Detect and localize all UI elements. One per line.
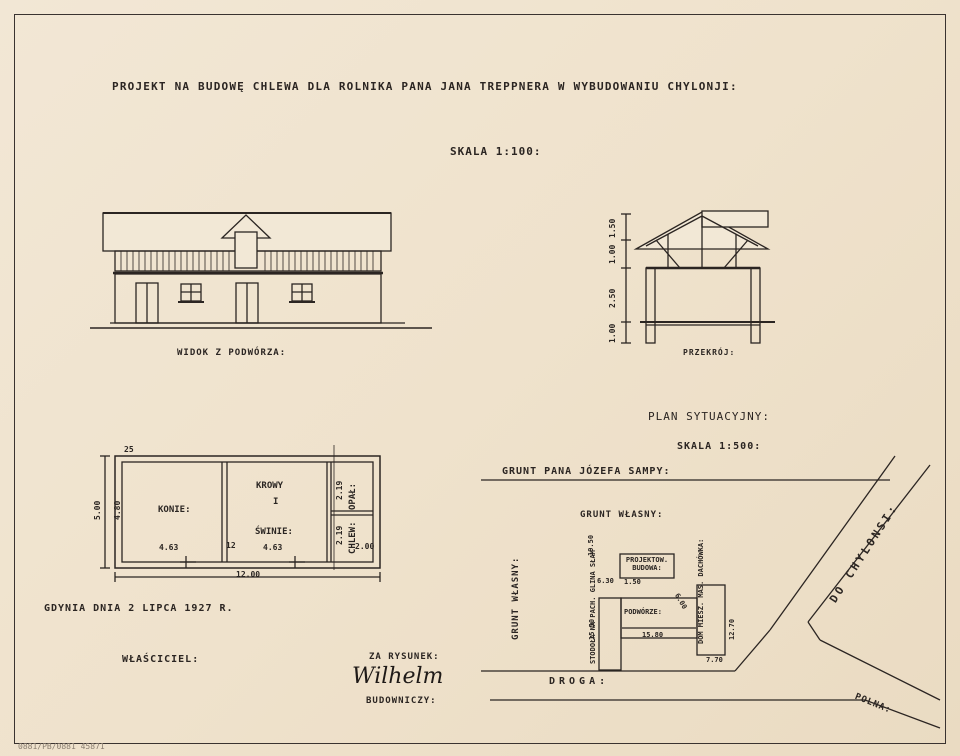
section-view (621, 210, 775, 344)
dim-small-room: 2.00 (355, 542, 375, 551)
dim-side-a: 2.19 (335, 480, 344, 500)
site-dim-6: 12.70 (728, 618, 736, 640)
projected-building-label: PROJEKTOW. BUDOWA: (625, 556, 669, 572)
yard-label: PODWÓRZE: (624, 608, 662, 616)
site-scale: SKALA 1:500: (677, 441, 762, 452)
dim-inner-depth: 4.80 (113, 500, 122, 520)
site-dim-7: 7.70 (706, 656, 723, 664)
site-dim-3: 1.50 (624, 578, 641, 586)
elevation-view (90, 212, 432, 329)
room-horses: KONIE: (158, 505, 191, 515)
own-land-side-label: GRUNT WŁASNY: (511, 556, 521, 640)
date-line: GDYNIA DNIA 2 LIPCA 1927 R. (44, 603, 234, 614)
dim-wall-b: 12 (226, 541, 236, 550)
floor-plan (100, 445, 381, 582)
room-fuel: OPAŁ: (348, 482, 358, 510)
site-plan-title: PLAN SYTUACYJNY: (648, 410, 770, 423)
dim-cows-width: 4.63 (263, 543, 283, 552)
dim-horses-width: 4.63 (159, 543, 179, 552)
dim-total-length: 12.00 (236, 570, 261, 579)
section-dim-roof: 1.50 (608, 218, 617, 238)
site-dim-2: 6.30 (597, 577, 614, 585)
own-land-top-label: GRUNT WŁASNY: (580, 510, 664, 520)
dim-side-b: 2.19 (335, 525, 344, 545)
section-dim-wall: 2.50 (608, 288, 617, 308)
builder-label: BUDOWNICZY: (366, 696, 437, 706)
sheet-border (14, 14, 946, 744)
room-and: I (273, 497, 279, 507)
site-dim-1: 19.50 (587, 534, 595, 556)
drawn-by-label: ZA RYSUNEK: (369, 652, 440, 662)
house-label: DOM MIESZ. MAS. DACHÓWKA: (697, 538, 705, 644)
main-scale: SKALA 1:100: (450, 145, 542, 158)
owner-label: WŁAŚCICIEL: (122, 654, 200, 665)
barn-label: STODOŁA NA PACH. GLINA SŁAM (589, 550, 597, 664)
section-caption: PRZEKRÓJ: (683, 348, 736, 357)
dim-total-depth: 5.00 (93, 500, 102, 520)
room-cows: KROWY (256, 481, 284, 491)
yard-length: 15.80 (642, 631, 664, 639)
dim-wall-a: 25 (124, 445, 134, 454)
road-label: DROGA: (549, 676, 610, 687)
site-dim-5: 15.50 (588, 618, 596, 640)
drawing-title: PROJEKT NA BUDOWĘ CHLEWA DLA ROLNIKA PAN… (112, 80, 738, 93)
room-pigs: ŚWINIE: (255, 527, 293, 537)
elevation-caption: WIDOK Z PODWÓRZA: (177, 348, 287, 358)
site-plan (481, 455, 941, 729)
archive-stamp: 0881/PB/0881 45871 (18, 742, 105, 751)
section-dim-base: 1.00 (608, 323, 617, 343)
neighbor-land-label: GRUNT PANA JÓZEFA SAMPY: (502, 466, 671, 477)
section-dim-loft: 1.00 (608, 244, 617, 264)
builder-signature: Wilhelm (352, 664, 444, 689)
